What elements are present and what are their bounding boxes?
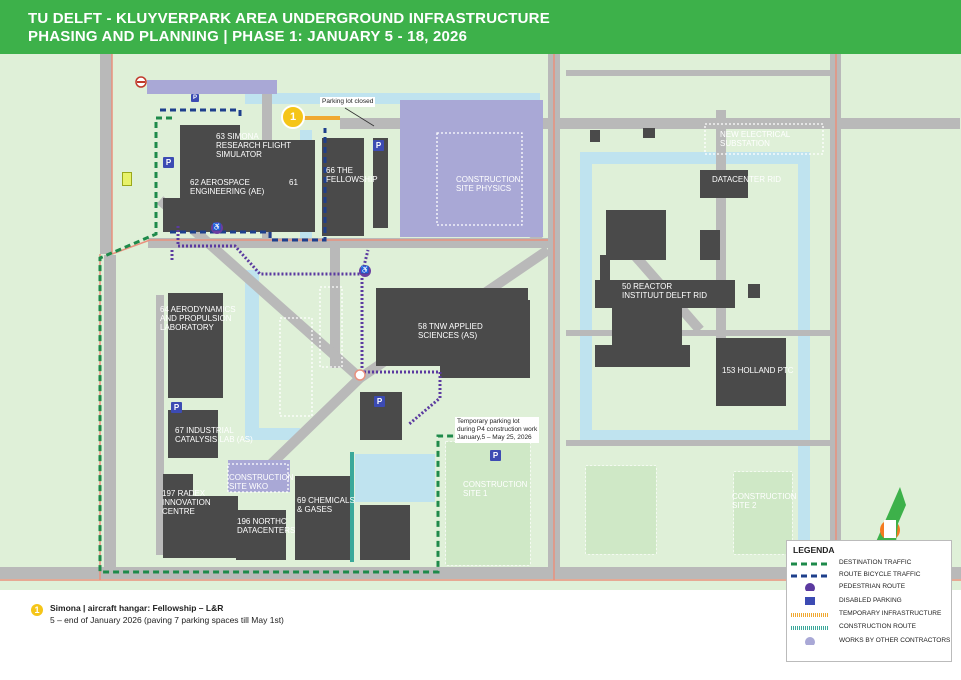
bicycle-parking-icon bbox=[122, 172, 132, 186]
legend-label: WORKS BY OTHER CONTRACTORS bbox=[839, 637, 951, 644]
green-fields bbox=[446, 442, 792, 565]
legend-label: CONSTRUCTION ROUTE bbox=[839, 623, 916, 630]
works-by-others bbox=[147, 80, 543, 492]
map-subtitle: PHASING AND PLANNING | PHASE 1: JANUARY … bbox=[28, 28, 468, 45]
parking-marker[interactable]: P bbox=[171, 402, 182, 413]
label-66-fellowship: 66 THE FELLOWSHIP bbox=[326, 166, 378, 184]
label-62-aerospace: 62 AEROSPACE ENGINEERING (AE) bbox=[190, 178, 265, 196]
label-construction-wko: CONSTRUCTION SITE WKO bbox=[229, 473, 294, 491]
legend-title: LEGENDA bbox=[793, 545, 835, 555]
parking-marker[interactable]: P bbox=[490, 450, 501, 461]
legend-item-temporary: TEMPORARY INFRASTRUCTURE bbox=[791, 609, 949, 621]
construction-route-icon bbox=[791, 626, 829, 630]
roads bbox=[0, 54, 961, 579]
disabled-parking-icon bbox=[805, 597, 815, 605]
note-parking-closed: Parking lot closed bbox=[320, 97, 376, 107]
bicycle-route bbox=[160, 108, 327, 242]
legend-label: TEMPORARY INFRASTRUCTURE bbox=[839, 610, 942, 617]
canals bbox=[245, 93, 810, 554]
title-banner: TU DELFT - KLUYVERPARK AREA UNDERGROUND … bbox=[0, 0, 961, 54]
temporary-infrastructure-icon bbox=[791, 613, 829, 617]
legend-item-bicycle: ROUTE BICYCLE TRAFFIC bbox=[791, 570, 949, 582]
label-61: 61 bbox=[289, 178, 298, 187]
label-64-aerodynamics: 64 AERODYNAMICS AND PROPULSION LABORATOR… bbox=[160, 305, 236, 332]
legend-label: ROUTE BICYCLE TRAFFIC bbox=[839, 571, 921, 578]
label-69-chemicals: 69 CHEMICALS & GASES bbox=[297, 496, 355, 514]
legend-label: DESTINATION TRAFFIC bbox=[839, 559, 912, 566]
phase-marker[interactable]: 1 bbox=[281, 105, 305, 129]
map-title: TU DELFT - KLUYVERPARK AREA UNDERGROUND … bbox=[28, 10, 550, 27]
note-temporary-parking: Temporary parking lot during P4 construc… bbox=[455, 417, 540, 443]
label-63-simona: 63 SIMONA RESEARCH FLIGHT SIMULATOR bbox=[216, 132, 292, 159]
bicycle-line-icon bbox=[791, 574, 829, 578]
label-construction-site-2: CONSTRUCTION SITE 2 bbox=[732, 492, 797, 510]
legend-item-disabled: DISABLED PARKING bbox=[791, 596, 949, 608]
label-construction-physics: CONSTRUCTION SITE PHYSICS bbox=[456, 175, 521, 193]
destination-line-icon bbox=[791, 562, 829, 566]
pedestrian-icon bbox=[805, 583, 815, 591]
label-196-northc: 196 NORTHC DATACENTERS bbox=[237, 517, 296, 535]
legend-label: DISABLED PARKING bbox=[839, 597, 902, 604]
parking-marker[interactable]: P bbox=[163, 157, 174, 168]
construction-route bbox=[350, 452, 354, 562]
label-58-tnw: 58 TNW APPLIED SCIENCES (AS) bbox=[418, 322, 483, 340]
destination-route bbox=[98, 116, 456, 574]
campus-map[interactable]: 63 SIMONA RESEARCH FLIGHT SIMULATOR 62 A… bbox=[0, 54, 961, 590]
parking-marker[interactable]: P bbox=[373, 140, 384, 151]
legend-item-pedestrian: PEDESTRIAN ROUTE bbox=[791, 582, 949, 594]
legend-item-destination: DESTINATION TRAFFIC bbox=[791, 558, 949, 570]
label-67-catalysis: 67 INDUSTRIAL CATALYSIS LAB (AS) bbox=[175, 426, 253, 444]
label-construction-site-1: CONSTRUCTION SITE 1 bbox=[463, 480, 528, 498]
label-153-holland-ptc: 153 HOLLAND PTC bbox=[722, 366, 794, 375]
label-50-reactor: 50 REACTOR INSTITUUT DELFT RID bbox=[622, 282, 708, 300]
label-new-substation: NEW ELECTRICAL SUBSTATION bbox=[720, 130, 791, 148]
label-datacenter-rid: DATACENTER RID bbox=[712, 175, 782, 184]
buildings bbox=[163, 125, 786, 560]
pedestrian-marker[interactable]: ♿ bbox=[359, 265, 371, 277]
legend: LEGENDA DESTINATION TRAFFIC ROUTE BICYCL… bbox=[786, 540, 952, 662]
legend-label: PEDESTRIAN ROUTE bbox=[839, 583, 906, 590]
label-197-radex: 197 RADEX INNOVATION CENTRE bbox=[162, 489, 211, 516]
legend-item-construction: CONSTRUCTION ROUTE bbox=[791, 622, 949, 634]
pedestrian-marker[interactable]: ♿ bbox=[211, 222, 223, 234]
parking-marker[interactable]: P bbox=[374, 396, 385, 407]
footnote-title: Simona | aircraft hangar: Fellowship – L… bbox=[50, 603, 224, 613]
legend-item-others: WORKS BY OTHER CONTRACTORS bbox=[791, 636, 951, 648]
works-by-others-icon bbox=[805, 637, 815, 645]
footnote-text: 5 – end of January 2026 (paving 7 parkin… bbox=[50, 615, 284, 625]
footnote-number-badge: 1 bbox=[31, 604, 43, 616]
parking-marker[interactable]: P bbox=[191, 94, 199, 102]
